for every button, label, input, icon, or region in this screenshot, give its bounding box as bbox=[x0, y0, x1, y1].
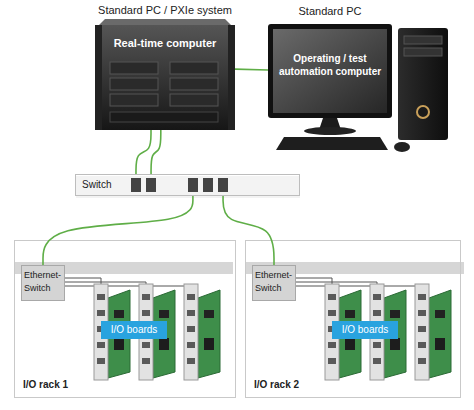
drive-bay bbox=[170, 94, 218, 106]
switch-port bbox=[146, 178, 156, 192]
power-button bbox=[417, 106, 429, 118]
pc-tower bbox=[398, 28, 448, 140]
switch-port bbox=[131, 178, 141, 192]
network-switch: Switch bbox=[75, 174, 300, 196]
network-cable bbox=[43, 196, 193, 265]
node-label: I/O boards bbox=[332, 324, 398, 335]
network-cable bbox=[151, 130, 161, 174]
network-cable bbox=[235, 68, 268, 71]
server-top bbox=[99, 19, 231, 25]
node-heading: Standard PC bbox=[258, 5, 402, 17]
node-label: Real-time computer bbox=[95, 37, 235, 49]
drive-bay bbox=[110, 78, 158, 90]
io-rack: I/O rack 1 Ethernet- SwitchI/O boards bbox=[14, 240, 236, 398]
mouse bbox=[394, 142, 410, 152]
node-heading: Standard PC / PXIe system bbox=[80, 4, 250, 16]
ethernet-switch: Ethernet- Switch bbox=[252, 265, 296, 301]
monitor-frame bbox=[268, 24, 392, 118]
server-node: Standard PC / PXIe systemReal-time compu… bbox=[95, 25, 235, 130]
drive-bay bbox=[110, 94, 158, 106]
switch-shadow bbox=[76, 176, 300, 198]
drive-slot bbox=[404, 36, 442, 44]
rack-interior bbox=[15, 262, 233, 380]
network-cable bbox=[136, 130, 151, 174]
io-boards-label: I/O boards bbox=[101, 321, 167, 339]
drive-bay bbox=[170, 62, 218, 74]
server-body bbox=[95, 25, 235, 130]
switch-port bbox=[188, 178, 198, 192]
computer-node: Standard PCOperating / test automation c… bbox=[268, 24, 392, 118]
switch-port bbox=[218, 178, 228, 192]
node-label: Ethernet- Switch bbox=[255, 269, 297, 295]
switch-port bbox=[203, 178, 213, 192]
node-label: Ethernet- Switch bbox=[24, 269, 66, 295]
server-handle bbox=[95, 25, 102, 130]
monitor-screen bbox=[273, 29, 387, 113]
rack-label: I/O rack 1 bbox=[23, 379, 68, 390]
drive-bay bbox=[170, 78, 218, 90]
server-handle bbox=[228, 25, 235, 130]
node-label: Operating / test automation computer bbox=[274, 52, 386, 78]
connectors bbox=[43, 69, 274, 265]
keyboard bbox=[276, 137, 388, 150]
ethernet-switch: Ethernet- Switch bbox=[21, 265, 65, 301]
node-label: Switch bbox=[82, 179, 111, 190]
rack-label: I/O rack 2 bbox=[254, 379, 299, 390]
server-vent bbox=[110, 112, 218, 122]
io-boards-label: I/O boards bbox=[332, 321, 398, 339]
drive-bay bbox=[110, 62, 158, 74]
network-cable bbox=[223, 196, 274, 265]
monitor-base bbox=[304, 127, 356, 135]
rack-interior bbox=[246, 262, 464, 380]
io-rack: I/O rack 2 Ethernet- SwitchI/O boards bbox=[245, 240, 461, 398]
node-label: I/O boards bbox=[101, 324, 167, 335]
drive-slot bbox=[404, 48, 442, 56]
